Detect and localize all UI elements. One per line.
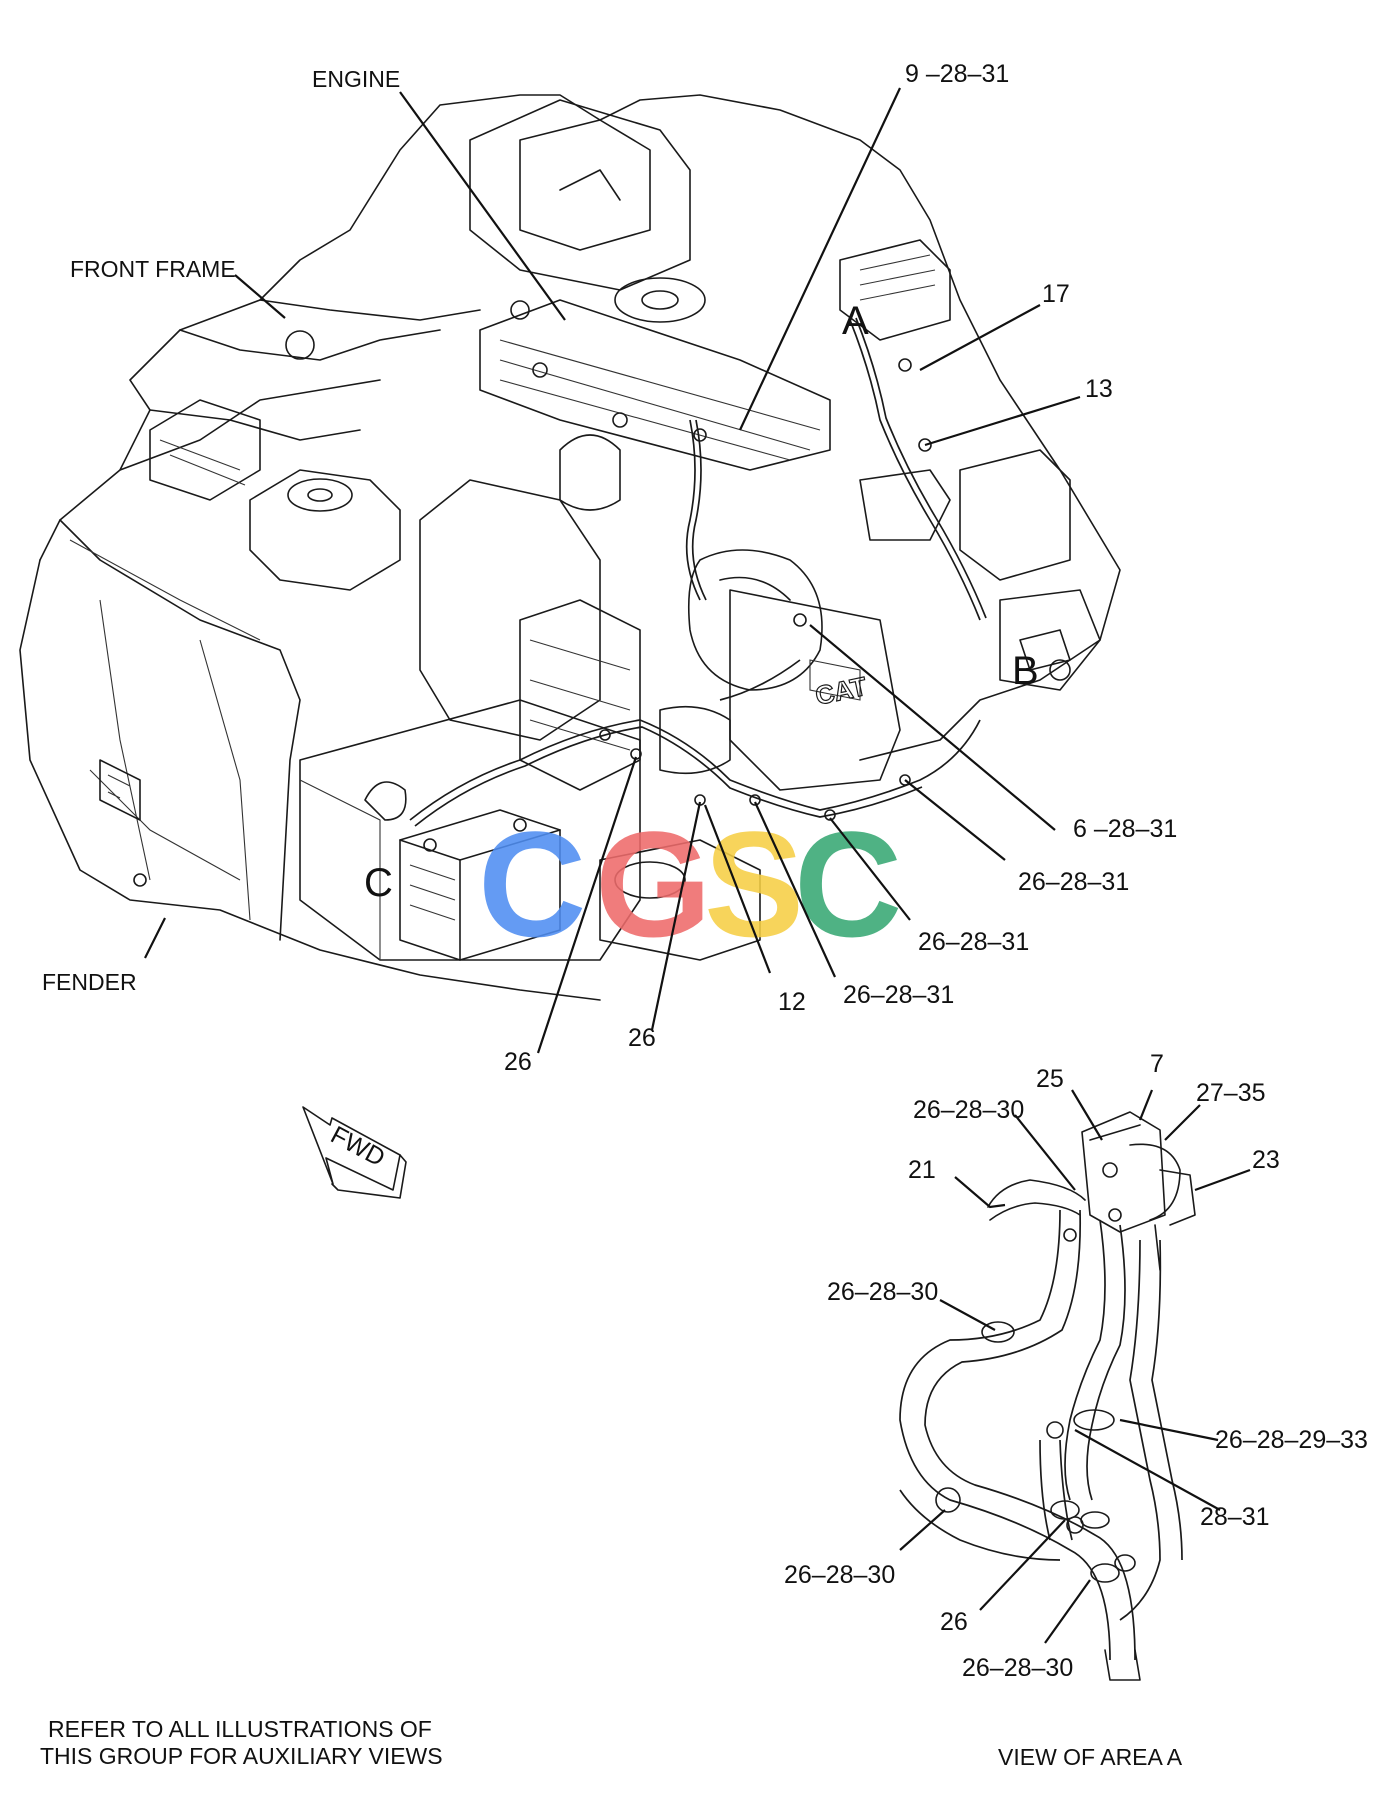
forward-arrow-icon: FWD [302,1106,407,1199]
refer-note-line: THIS GROUP FOR AUXILIARY VIEWS [40,1743,443,1769]
part-label: 23 [1252,1146,1280,1174]
view-caption: VIEW OF AREA A [998,1744,1183,1770]
part-label: 21 [908,1156,936,1184]
part-label: 25 [1036,1065,1064,1093]
part-label: 12 [778,988,806,1016]
part-label: 26 [940,1608,968,1636]
part-label: 17 [1042,280,1070,308]
area-a-marker: A [842,299,869,343]
part-label: 26–28–30 [827,1278,938,1306]
front-frame-label: FRONT FRAME [70,256,236,282]
part-label: 27–35 [1196,1079,1266,1107]
svg-text:CAT: CAT [813,671,870,711]
leader-lines [144,87,1251,1644]
watermark-letter: C [478,800,586,968]
area-a-detail-drawing [899,1111,1196,1681]
watermark-letter: S [704,800,804,968]
engine-label: ENGINE [312,66,400,92]
fender-label: FENDER [42,969,137,995]
part-label: 26–28–31 [843,981,954,1009]
part-label: 9 –28–31 [905,60,1009,88]
watermark: C G S C [478,800,902,968]
callout-labels: ENGINE FRONT FRAME FENDER A B C 9 –28–31… [40,60,1368,1770]
area-c-marker: C [364,861,393,905]
part-label: 26–28–30 [784,1561,895,1589]
part-label: 6 –28–31 [1073,815,1177,843]
part-label: 28–31 [1200,1503,1270,1531]
part-label: 26–28–30 [913,1096,1024,1124]
area-b-marker: B [1012,649,1039,693]
part-label: 26–28–31 [1018,868,1129,896]
part-label: 26 [628,1024,656,1052]
part-label: 26–28–31 [918,928,1029,956]
watermark-letter: C [794,800,902,968]
refer-note-line: REFER TO ALL ILLUSTRATIONS OF [48,1716,432,1742]
part-label: 13 [1085,375,1113,403]
fwd-label: FWD [326,1121,389,1172]
part-label: 26 [504,1048,532,1076]
part-label: 7 [1150,1050,1164,1078]
part-label: 26–28–29–33 [1215,1426,1368,1454]
watermark-letter: G [595,800,712,968]
part-label: 26–28–30 [962,1654,1073,1682]
